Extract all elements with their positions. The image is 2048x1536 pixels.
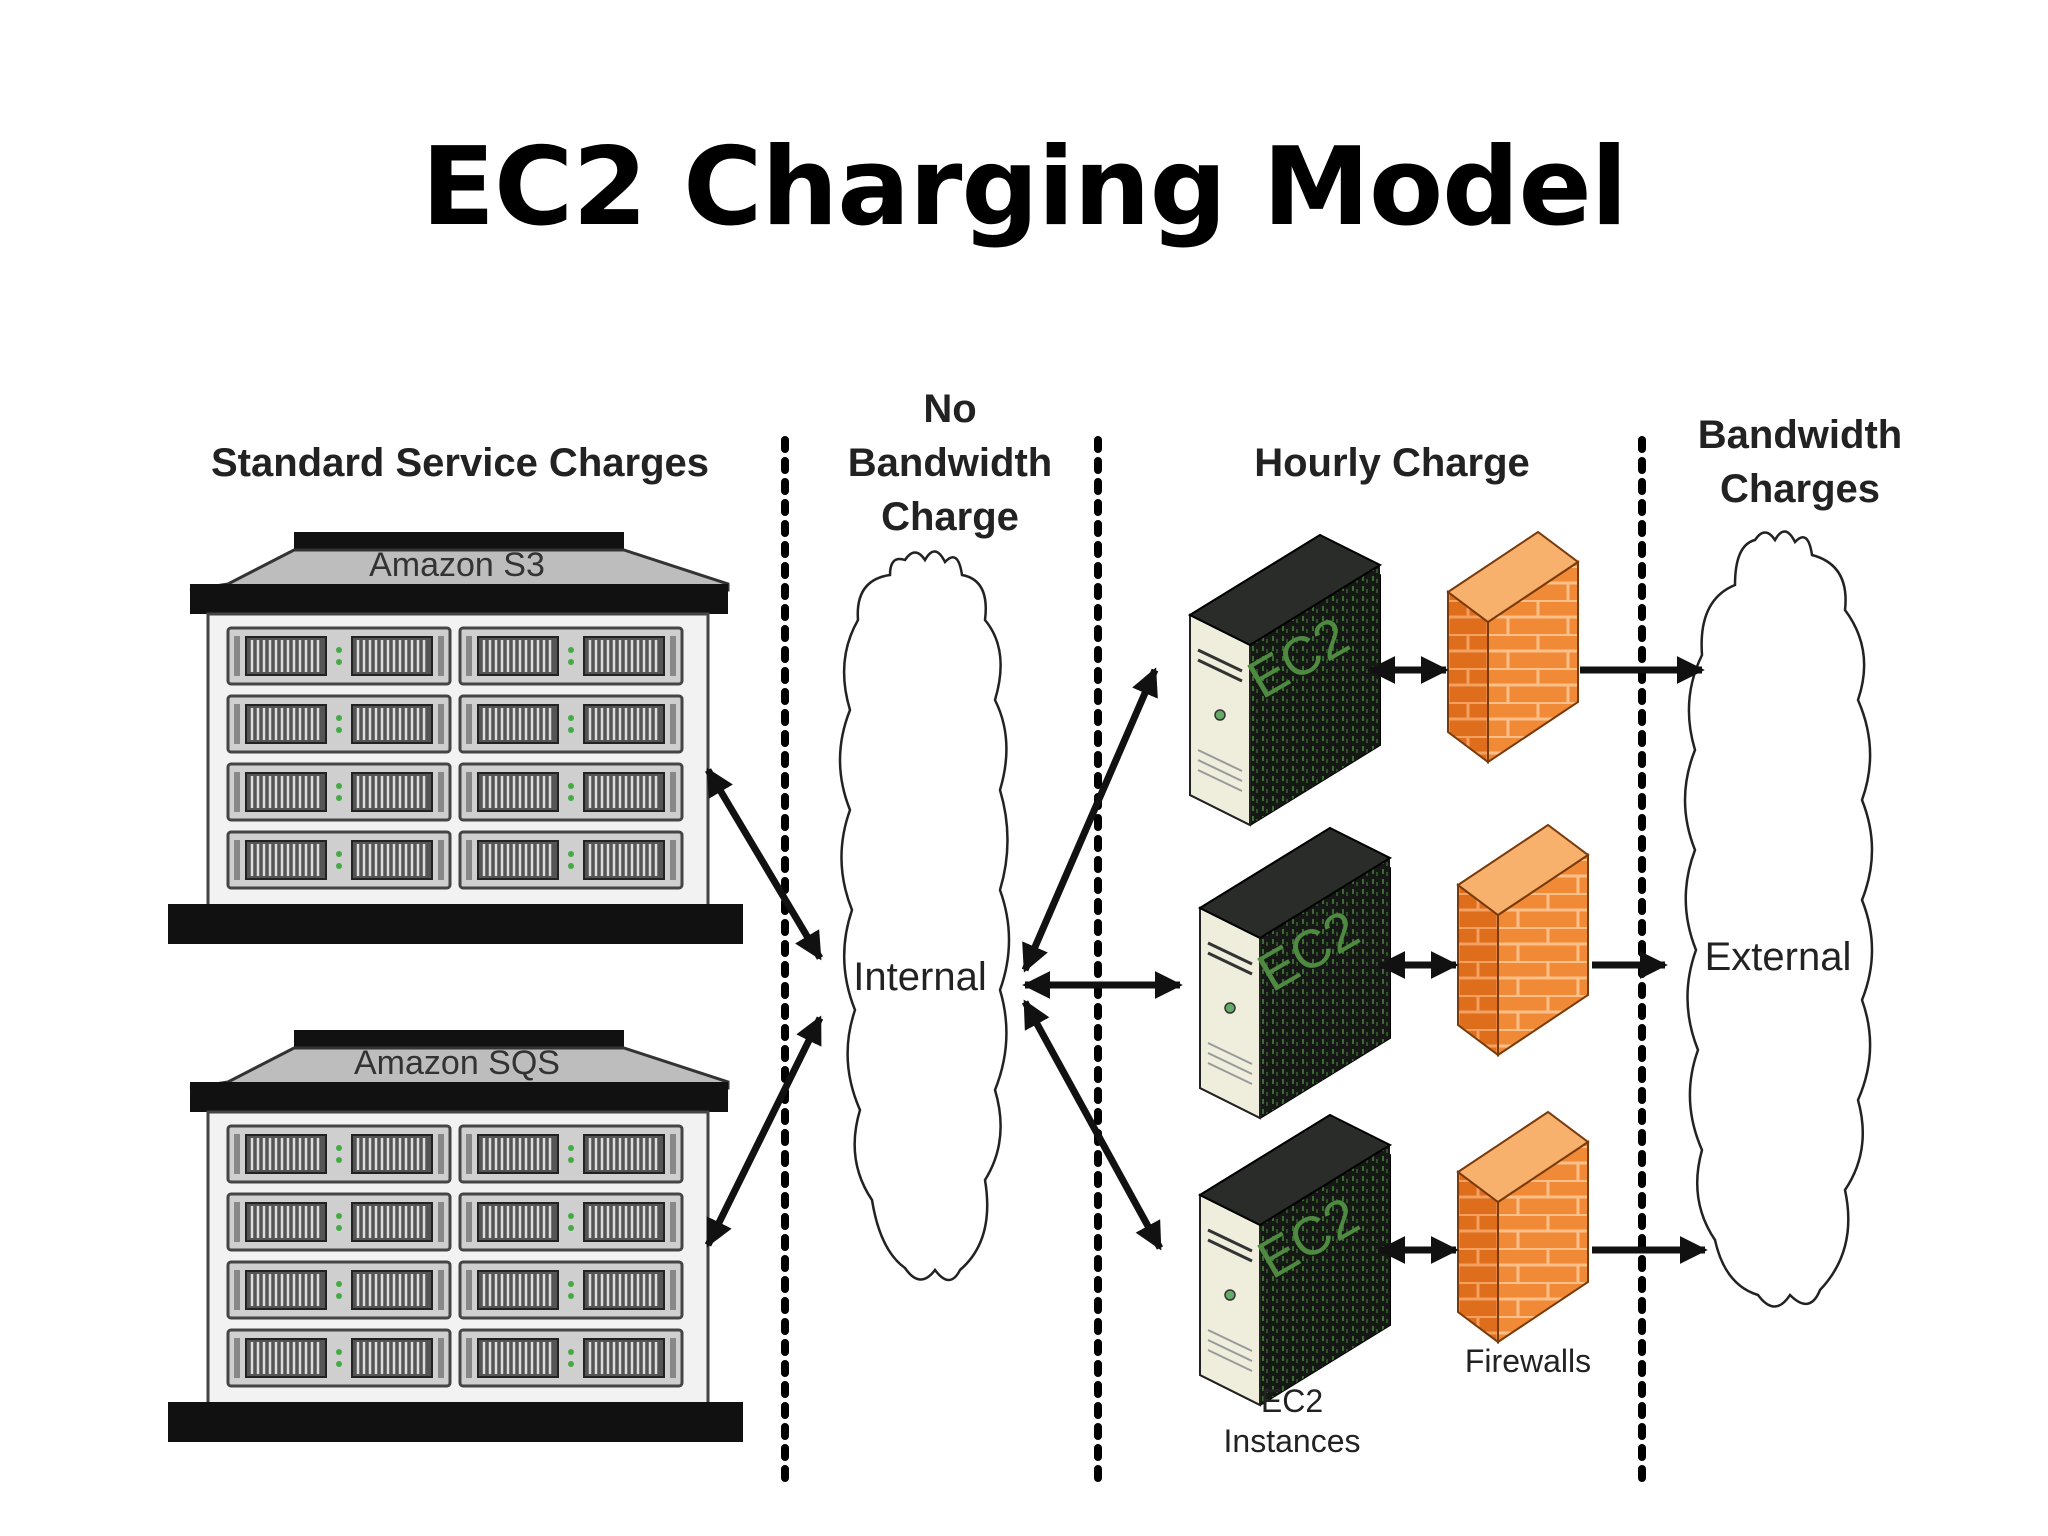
section-bandwidth-line1: Bandwidth bbox=[1698, 413, 1902, 457]
s3-label: Amazon S3 bbox=[369, 546, 545, 584]
section-no-bandwidth-line1: No bbox=[923, 387, 976, 431]
firewall-icon bbox=[1457, 824, 1589, 1056]
section-no-bandwidth-line3: Charge bbox=[881, 495, 1019, 539]
double-arrow-icon bbox=[1021, 999, 1164, 1251]
cloud-icon bbox=[838, 550, 1011, 1282]
section-hourly-label: Hourly Charge bbox=[1254, 441, 1530, 485]
cloud-icon bbox=[1683, 530, 1874, 1308]
firewall-icon bbox=[1447, 531, 1579, 763]
ec2-instances-caption-line1: EC2 bbox=[1261, 1383, 1323, 1419]
external-cloud-label: External bbox=[1705, 935, 1852, 979]
connection-arrows bbox=[704, 656, 1459, 1264]
slide-title: EC2 Charging Model bbox=[421, 125, 1627, 250]
dotted-dividers bbox=[781, 436, 1646, 1484]
section-no-bandwidth-line2: Bandwidth bbox=[848, 441, 1052, 485]
storage-building-icon bbox=[168, 1030, 743, 1442]
double-arrow-icon bbox=[704, 1015, 824, 1248]
double-arrow-icon bbox=[1021, 667, 1159, 973]
sqs-label: Amazon SQS bbox=[354, 1044, 560, 1082]
section-standard-label: Standard Service Charges bbox=[211, 441, 709, 485]
internal-cloud-label: Internal bbox=[853, 955, 986, 999]
storage-building-icon bbox=[168, 532, 743, 944]
ec2-instances-caption-line2: Instances bbox=[1224, 1423, 1361, 1459]
double-arrow-icon bbox=[704, 767, 824, 961]
firewalls-caption: Firewalls bbox=[1465, 1343, 1591, 1379]
firewall-icon bbox=[1457, 1111, 1589, 1343]
section-bandwidth-line2: Charges bbox=[1720, 467, 1880, 511]
